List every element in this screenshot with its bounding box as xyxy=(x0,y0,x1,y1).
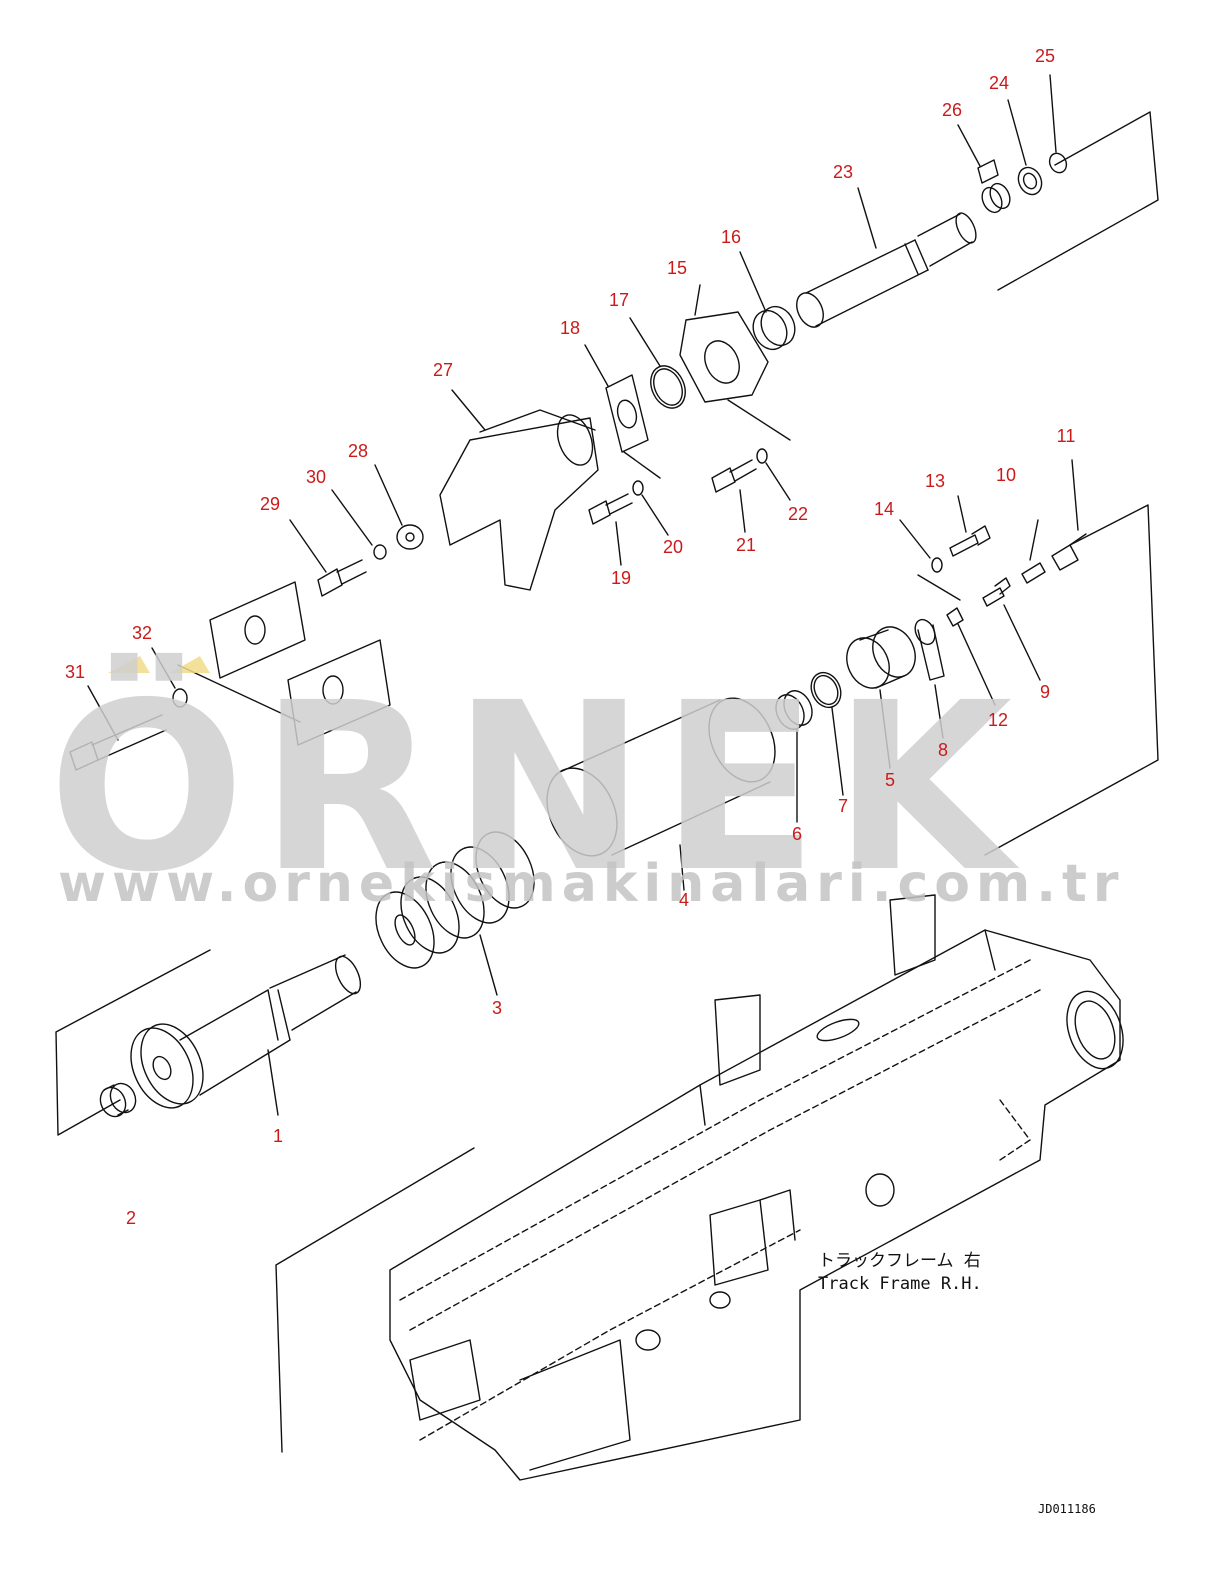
callout-27: 27 xyxy=(432,360,454,380)
callout-2: 2 xyxy=(125,1208,137,1228)
part-13-bolt xyxy=(949,495,991,557)
callout-12: 12 xyxy=(987,710,1009,730)
callout-21: 21 xyxy=(735,535,757,555)
part-7-snap-ring xyxy=(810,671,844,796)
part-22-washer xyxy=(756,448,791,501)
part-16-ring xyxy=(739,251,796,351)
callout-5: 5 xyxy=(884,770,896,790)
part-32-washer xyxy=(151,647,188,708)
callout-15: 15 xyxy=(666,258,688,278)
part-4-cylinder xyxy=(546,697,776,891)
callout-6: 6 xyxy=(791,824,803,844)
part-10-fitting xyxy=(1021,519,1046,584)
part-28-washer xyxy=(374,464,424,550)
part-20-washer xyxy=(632,480,669,536)
caption-japanese: トラックフレーム 右 xyxy=(818,1251,981,1271)
part-18-gasket xyxy=(584,344,661,479)
watermark-logo: ÖRNEK xyxy=(48,653,1027,923)
callout-22: 22 xyxy=(787,504,809,524)
callout-3: 3 xyxy=(491,998,503,1018)
callout-16: 16 xyxy=(720,227,742,247)
callout-29: 29 xyxy=(259,494,281,514)
callout-7: 7 xyxy=(837,796,849,816)
callout-25: 25 xyxy=(1034,46,1056,66)
part-9-valve xyxy=(982,577,1041,681)
part-25-ring xyxy=(1048,74,1068,174)
callout-26: 26 xyxy=(941,100,963,120)
callout-9: 9 xyxy=(1039,682,1051,702)
part-21-bolt xyxy=(711,459,757,533)
callout-1: 1 xyxy=(272,1126,284,1146)
callout-4: 4 xyxy=(678,890,690,910)
callout-18: 18 xyxy=(559,318,581,338)
part-24-nut xyxy=(1007,99,1043,196)
part-6-ring xyxy=(775,690,813,823)
part-19-bolt xyxy=(588,493,633,566)
part-30-washer xyxy=(331,489,387,560)
track-frame-hidden-lines xyxy=(399,959,1041,1441)
watermark-url: www.ornekismakinalari.com.tr xyxy=(58,854,1125,914)
part-23-pin xyxy=(796,187,977,328)
callout-23: 23 xyxy=(832,162,854,182)
part-1-shaft xyxy=(130,954,362,1116)
callout-24: 24 xyxy=(988,73,1010,93)
watermark-accent xyxy=(108,656,210,673)
part-5-bushing xyxy=(846,626,916,769)
callout-28: 28 xyxy=(347,441,369,461)
part-15-cover xyxy=(679,284,791,441)
part-2-ring xyxy=(99,1082,137,1118)
drawing-code: JD011186 xyxy=(1038,1502,1096,1516)
part-8-plate xyxy=(914,618,945,739)
caption-english: Track Frame R.H. xyxy=(818,1274,982,1294)
part-14-washer xyxy=(899,519,961,601)
track-frame-body xyxy=(389,894,1124,1481)
part-12-fitting xyxy=(946,607,996,706)
part-17-oring xyxy=(629,317,686,409)
part-31-bolt xyxy=(69,685,167,771)
callout-19: 19 xyxy=(610,568,632,588)
callout-32: 32 xyxy=(131,623,153,643)
callout-13: 13 xyxy=(924,471,946,491)
part-26-spring-clip xyxy=(957,124,1011,214)
callout-8: 8 xyxy=(937,740,949,760)
callout-10: 10 xyxy=(995,465,1017,485)
part-29-bolt xyxy=(289,519,367,597)
callout-30: 30 xyxy=(305,467,327,487)
callout-17: 17 xyxy=(608,290,630,310)
callout-31: 31 xyxy=(64,662,86,682)
part-3-spring xyxy=(375,831,535,996)
part-11-elbow xyxy=(1051,459,1087,571)
callout-11: 11 xyxy=(1056,426,1076,446)
callout-14: 14 xyxy=(873,499,895,519)
callout-20: 20 xyxy=(662,537,684,557)
adjuster-blocks xyxy=(177,581,391,746)
part-27-yoke xyxy=(439,389,599,591)
